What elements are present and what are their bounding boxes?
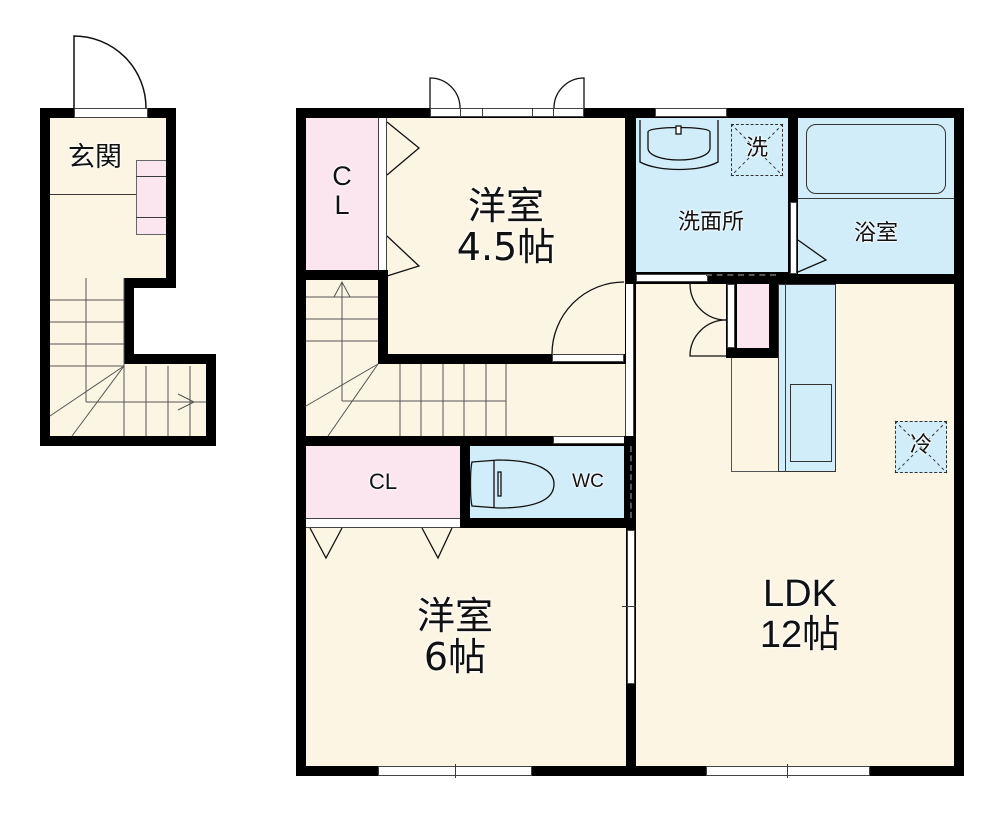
washer-label: 洗 (745, 136, 768, 161)
wc-door-track (553, 436, 625, 444)
toilet-icon (469, 459, 555, 509)
wall (706, 274, 964, 284)
wall (124, 278, 176, 288)
entrance-door-swing-icon (73, 35, 147, 109)
wall (460, 436, 470, 528)
stove-icon (790, 384, 832, 462)
genkan-block (40, 108, 216, 446)
fridge-cross-icon (894, 420, 948, 474)
closet-mid-door-track (306, 518, 460, 528)
hallway (378, 364, 626, 436)
pantry (737, 284, 769, 348)
washroom (636, 118, 788, 272)
wall (378, 354, 636, 364)
window-mullion (553, 108, 554, 117)
washroom-door-track (636, 274, 708, 282)
genkan-label: 玄関 (68, 142, 122, 173)
western-room-large-label: 洋室 6帖 (416, 594, 493, 680)
closet-mid-door-icon (309, 527, 453, 560)
step-line (50, 194, 136, 195)
ldk-label: LDK 12帖 (759, 573, 841, 657)
closet-mid (306, 446, 460, 518)
door-threshold (552, 354, 624, 362)
bathtub-icon (806, 124, 946, 194)
window-top (430, 108, 584, 117)
bath-door-track (790, 202, 797, 274)
washroom-sliding-dashed (706, 274, 776, 276)
wall (460, 518, 636, 528)
bath-door-icon (797, 239, 828, 273)
fridge-label: 冷 (909, 433, 932, 458)
washer-space (731, 124, 783, 176)
wall (306, 436, 564, 446)
washroom-label: 洗面所 (677, 210, 744, 235)
closet-door-icon (386, 121, 421, 277)
sliding-door (627, 530, 635, 684)
kitchen-counter (778, 284, 836, 472)
window-bottom-right (706, 766, 870, 776)
wall (124, 278, 134, 364)
room-door-swing-icon (551, 281, 625, 355)
cabinet-line (136, 176, 166, 177)
bath-line (798, 198, 954, 199)
balcony-door-swing-icon (429, 77, 585, 109)
counter-edge (785, 284, 786, 472)
bathroom (798, 118, 954, 274)
wall (378, 270, 388, 364)
closet-top-door-track (378, 118, 387, 270)
cabinet-line (136, 217, 166, 218)
western-room-small (387, 118, 625, 354)
window-mullion (460, 108, 461, 117)
stair-landing-floor (50, 364, 206, 436)
stairs-icon (305, 280, 507, 437)
pantry-door-swing-icon (689, 283, 727, 357)
closet-top (306, 118, 378, 270)
pantry-door-track (727, 284, 735, 348)
wc-sliding-dashed (630, 446, 632, 518)
wall-notch (134, 278, 176, 354)
closet-top-label: C L (332, 161, 352, 221)
wc-label: WC (572, 471, 604, 492)
western-room-large (306, 528, 626, 766)
bath-label: 浴室 (853, 221, 898, 246)
entrance-stairs-icon (49, 278, 206, 437)
closet-mid-label: CL (368, 469, 398, 494)
washer-cross-icon (730, 123, 784, 177)
wall (124, 354, 216, 364)
wall (788, 108, 798, 202)
window-washroom (655, 108, 727, 117)
window-mullion (455, 764, 456, 778)
shoe-cabinet (136, 160, 166, 235)
counter-outline (731, 358, 779, 472)
wall (206, 354, 216, 446)
sink-icon (639, 120, 719, 171)
window-mullion (787, 764, 788, 778)
ldk-left-opening (626, 284, 634, 436)
window-mullion (532, 108, 533, 117)
sliding-door-mid (622, 606, 636, 607)
western-room-small-label: 洋室 4.5帖 (456, 184, 556, 270)
entrance-door-frame (74, 108, 148, 118)
wall (306, 270, 387, 280)
window-mullion (482, 108, 483, 117)
